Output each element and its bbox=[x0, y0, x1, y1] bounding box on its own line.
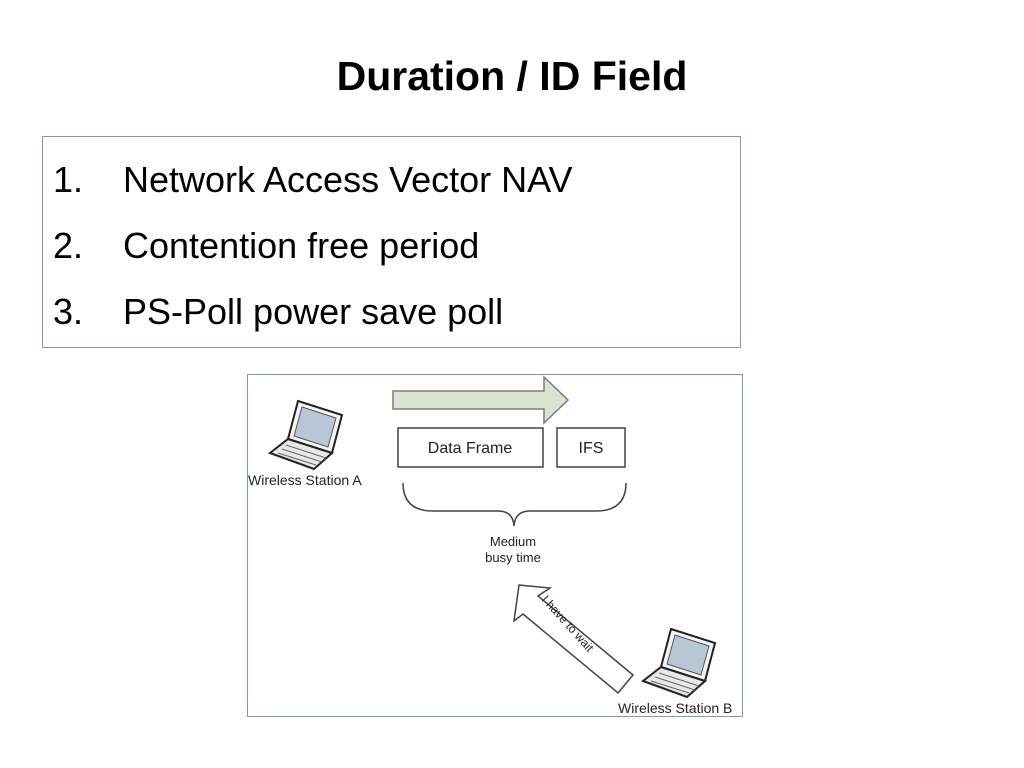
data-frame-label: Data Frame bbox=[428, 440, 513, 457]
list-item: 1. Network Access Vector NAV bbox=[53, 147, 740, 213]
ifs-label: IFS bbox=[579, 440, 604, 457]
list-item-number: 3. bbox=[53, 291, 84, 332]
ifs-box bbox=[556, 427, 626, 468]
laptop-icon bbox=[640, 627, 717, 699]
list-item-text: Network Access Vector NAV bbox=[123, 159, 573, 200]
diagram-canvas: Wireless Station A Data Frame IFS Medium… bbox=[248, 375, 732, 716]
station-b-label: Wireless Station B bbox=[618, 700, 732, 716]
medium-busy-brace bbox=[402, 482, 627, 527]
list-item: 3. PS-Poll power save poll bbox=[53, 279, 740, 345]
medium-label-line1: Medium bbox=[490, 534, 536, 549]
transmission-arrow bbox=[392, 375, 570, 425]
bullet-box: 1. Network Access Vector NAV 2. Contenti… bbox=[42, 136, 741, 348]
wait-arrow bbox=[513, 584, 635, 695]
station-a-label: Wireless Station A bbox=[248, 472, 362, 488]
list-item-text: PS-Poll power save poll bbox=[123, 291, 504, 332]
bullet-list: 1. Network Access Vector NAV 2. Contenti… bbox=[43, 137, 740, 345]
nav-diagram: Wireless Station A Data Frame IFS Medium… bbox=[247, 374, 743, 717]
list-item-text: Contention free period bbox=[123, 225, 480, 266]
laptop-icon bbox=[267, 399, 344, 471]
data-frame-box bbox=[397, 427, 544, 468]
list-item-number: 1. bbox=[53, 159, 84, 200]
list-item: 2. Contention free period bbox=[53, 213, 740, 279]
medium-label-line2: busy time bbox=[485, 550, 541, 565]
slide-title: Duration / ID Field bbox=[336, 53, 688, 99]
list-item-number: 2. bbox=[53, 225, 84, 266]
